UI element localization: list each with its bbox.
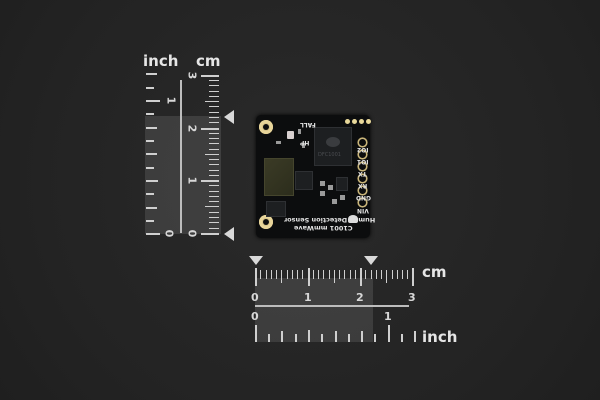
- inch-tick-0: 0: [162, 229, 176, 238]
- header-pin: [359, 119, 364, 124]
- cm-tick-3: 3: [185, 71, 199, 80]
- pin-io2: [359, 139, 366, 146]
- mcu-chip: [295, 171, 313, 190]
- pin-label-io2: IO2: [357, 146, 369, 153]
- board-title-line1: C1001 mmWave: [294, 224, 353, 232]
- h-cm-tick-1: 1: [304, 291, 312, 304]
- cm-tick-2: 2: [185, 124, 199, 133]
- header-pin: [366, 119, 371, 124]
- bottom-edge-marker-icon: [224, 227, 234, 241]
- h-inch-tick-1: 1: [384, 310, 392, 323]
- component: [336, 177, 348, 191]
- header-pin: [352, 119, 357, 124]
- silk-label-hp: HP: [300, 139, 310, 146]
- h-cm-tick-2: 2: [356, 291, 364, 304]
- vertical-ruler-cm-label: cm: [196, 52, 221, 70]
- vertical-ruler-shade: [145, 116, 221, 234]
- board-title-line2: Human Detection Sensor: [284, 216, 376, 224]
- horizontal-ruler-shade: [255, 278, 373, 342]
- pin-tx: [359, 163, 366, 170]
- pin-vin: [359, 199, 366, 206]
- vertical-ruler-inch-label: inch: [143, 52, 179, 70]
- pin-label-gnd: GND: [356, 194, 371, 201]
- pin-io1: [359, 151, 366, 158]
- vertical-ruler-divider: [180, 80, 182, 233]
- pin-rx: [359, 175, 366, 182]
- header-pin: [345, 119, 350, 124]
- cm-tick-0: 0: [185, 229, 199, 238]
- cm-tick-1: 1: [185, 176, 199, 185]
- right-edge-marker-icon: [364, 256, 378, 265]
- horizontal-ruler-divider: [255, 305, 409, 307]
- dfrobot-logo-icon: [348, 215, 358, 223]
- mounting-hole-top: [259, 120, 273, 134]
- left-edge-marker-icon: [249, 256, 263, 265]
- pin-label-rx: RX: [358, 182, 368, 189]
- horizontal-ruler-cm-label: cm: [422, 263, 447, 281]
- mounting-hole-bottom: [259, 215, 273, 229]
- regulator-chip: [266, 201, 286, 217]
- h-cm-tick-3: 3: [408, 291, 416, 304]
- pin-label-io1: IO1: [357, 158, 369, 165]
- inch-tick-1: 1: [164, 96, 178, 105]
- horizontal-ruler-inch-label: inch: [422, 328, 458, 346]
- h-cm-tick-0: 0: [251, 291, 259, 304]
- chip-marking: DFC1001: [318, 152, 341, 158]
- pin-gnd: [359, 187, 366, 194]
- h-inch-tick-0: 0: [251, 310, 259, 323]
- sensor-board: DFC1001 FALL HP IO2 IO1 TX RX GND VIN Hu…: [256, 115, 375, 238]
- antenna-patch: [264, 158, 294, 196]
- radar-chip: DFC1001: [314, 127, 352, 166]
- pin-label-vin: VIN: [357, 207, 369, 214]
- top-edge-marker-icon: [224, 110, 234, 124]
- silk-label-fall: FALL: [300, 121, 316, 128]
- pin-label-tx: TX: [358, 170, 367, 177]
- status-led: [287, 131, 294, 139]
- chip-logo-icon: [326, 137, 340, 147]
